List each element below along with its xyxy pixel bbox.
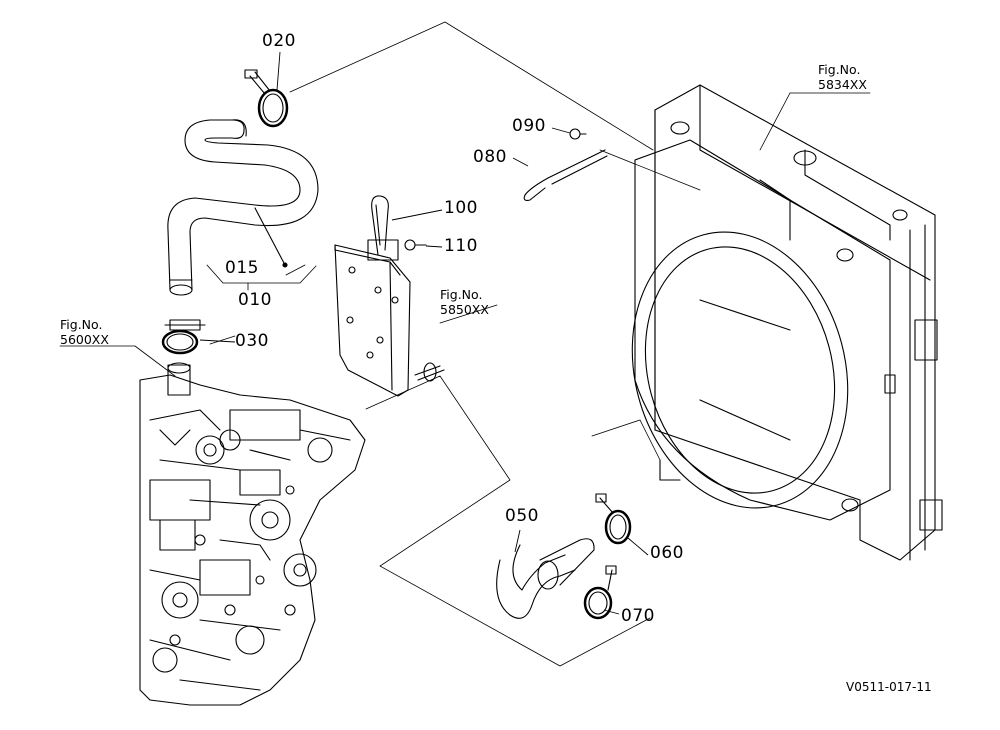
clamp-070 [583,565,617,620]
callout-070: 070 [621,606,655,626]
fig-ref-radiator-line1: Fig.No. [818,62,861,77]
upper-hose-015 [167,119,319,296]
fig-ref-engine-line2: 5600XX [60,332,109,347]
fig-ref-radiator: Fig.No. 5834XX [818,62,867,92]
fig-ref-bracket-line1: Fig.No. [440,287,483,302]
radiator-assembly [631,84,943,561]
hook-rod-080 [523,128,608,201]
clamp-020 [244,69,289,128]
drawing-code: V0511-017-11 [846,680,932,694]
fig-ref-bracket-line2: 5850XX [440,302,489,317]
callout-110: 110 [444,236,478,256]
clamp-030 [161,319,206,355]
callout-015: 015 [225,258,259,278]
guide-lines [59,21,871,667]
fig-ref-radiator-line2: 5834XX [818,77,867,92]
engine-block [139,362,366,706]
bracket-plate [334,195,445,397]
callout-010: 010 [238,290,272,310]
callout-100: 100 [444,198,478,218]
callout-050: 050 [505,506,539,526]
callout-080: 080 [473,147,507,167]
callout-090: 090 [512,116,546,136]
clamp-060 [595,493,632,545]
callout-020: 020 [262,31,296,51]
callout-030: 030 [235,331,269,351]
fig-ref-engine: Fig.No. 5600XX [60,317,109,347]
callout-060: 060 [650,543,684,563]
fig-ref-bracket: Fig.No. 5850XX [440,287,489,317]
fig-ref-engine-line1: Fig.No. [60,317,103,332]
lower-hose-050 [496,538,595,619]
